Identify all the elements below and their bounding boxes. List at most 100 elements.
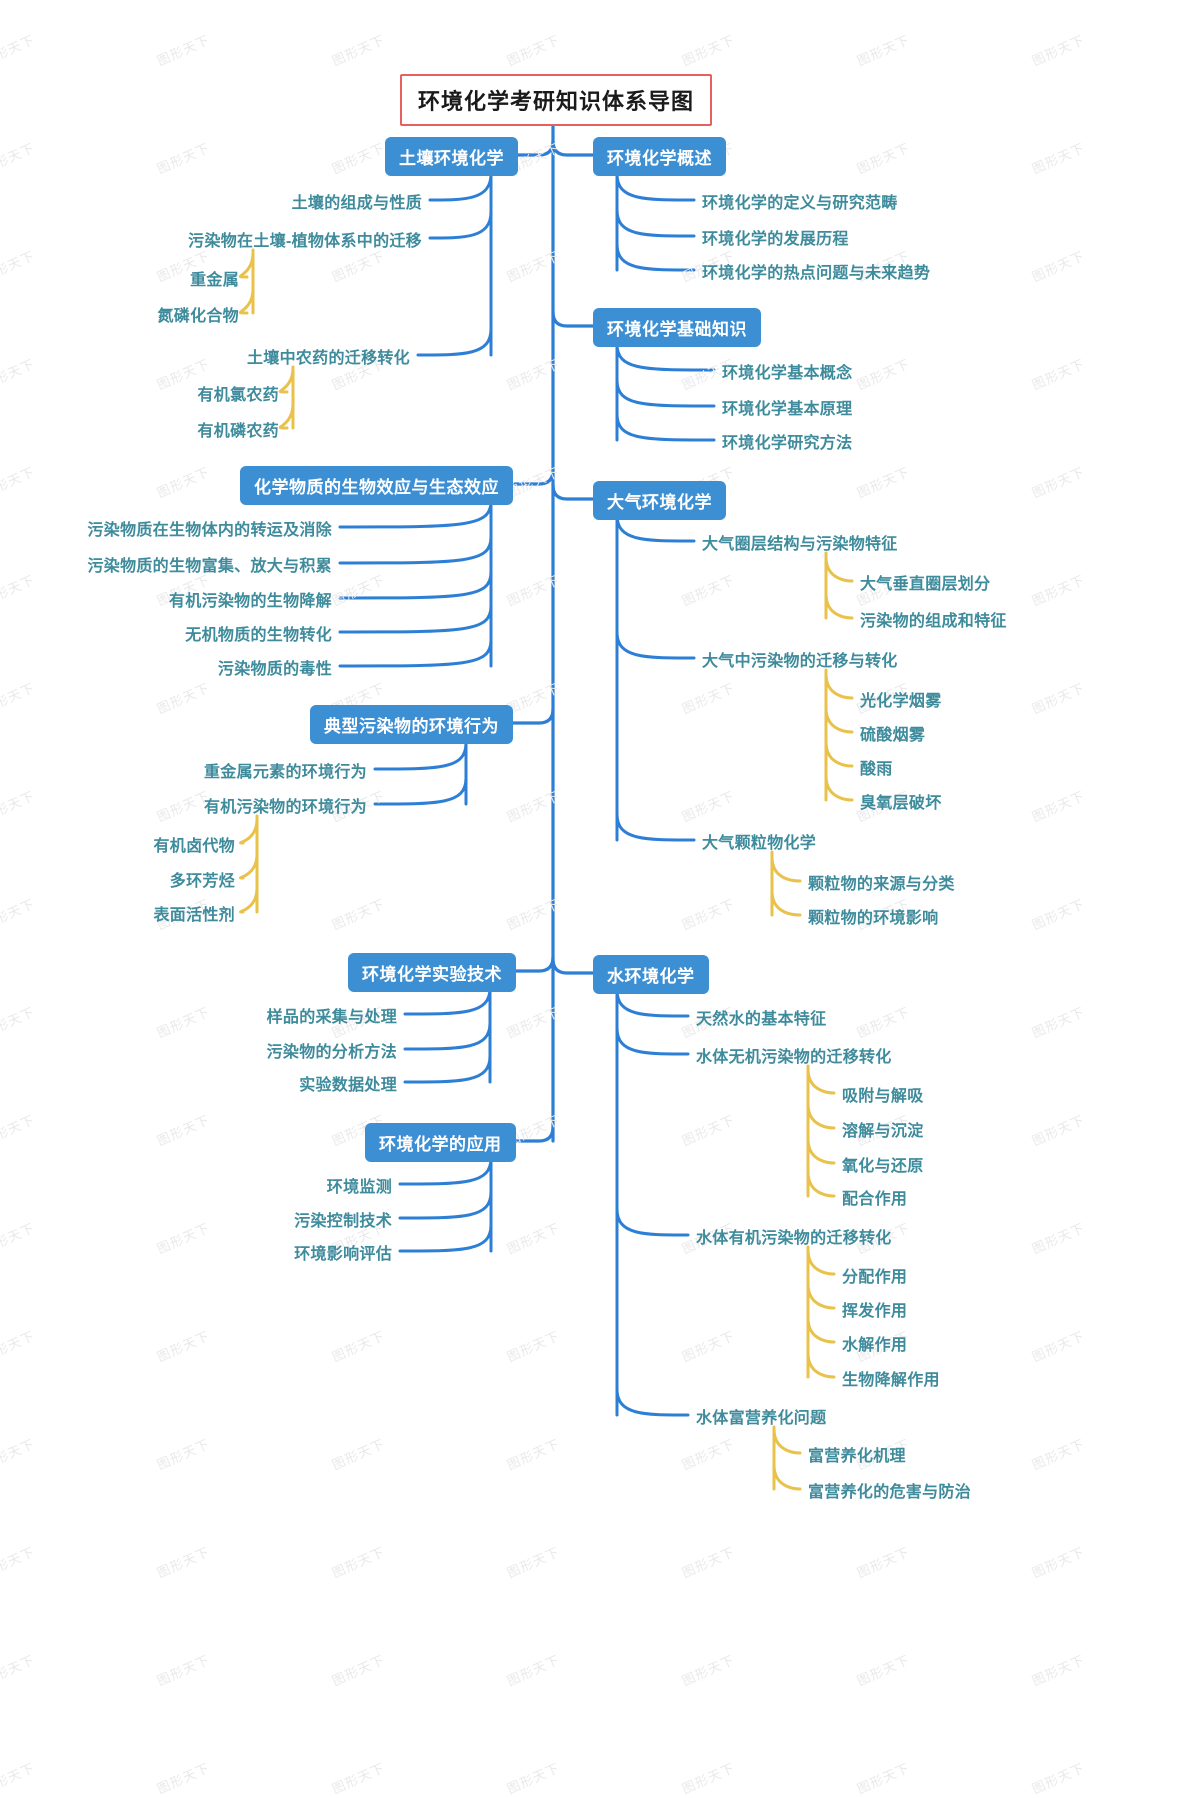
branch-node-air[interactable]: 大气环境化学	[593, 481, 726, 520]
leaf-node[interactable]: 无机物质的生物转化	[185, 627, 332, 644]
leaf-node[interactable]: 污染物质的生物富集、放大与积累	[87, 558, 332, 575]
sub-leaf-node[interactable]: 有机磷农药	[197, 423, 279, 440]
leaf-node[interactable]: 污染物在土壤-植物体系中的迁移	[188, 233, 422, 250]
sub-leaf-node[interactable]: 酸雨	[860, 761, 893, 778]
connector	[615, 1026, 690, 1056]
sub-leaf-node[interactable]: 分配作用	[842, 1269, 908, 1286]
sub-leaf-node[interactable]: 吸附与解吸	[842, 1088, 924, 1105]
connector	[238, 251, 255, 279]
sub-leaf-node[interactable]: 光化学烟雾	[860, 693, 942, 710]
leaf-node[interactable]: 环境影响评估	[294, 1246, 392, 1263]
leaf-node[interactable]: 土壤中农药的迁移转化	[246, 350, 410, 367]
connector	[239, 817, 259, 845]
sub-leaf-node[interactable]: 污染物的组成和特征	[860, 613, 1007, 630]
leaf-node[interactable]: 土壤的组成与性质	[291, 195, 422, 212]
sub-leaf-node[interactable]: 多环芳烃	[169, 873, 235, 890]
connector	[615, 1207, 690, 1237]
page-title: 环境化学考研知识体系导图	[400, 74, 713, 126]
sub-leaf-node[interactable]: 大气垂直圈层划分	[860, 576, 991, 593]
connector	[338, 604, 493, 634]
leaf-node[interactable]: 污染物质的毒性	[217, 661, 332, 678]
connector	[824, 592, 854, 620]
connector	[513, 1125, 555, 1143]
connector	[806, 1282, 836, 1310]
leaf-node[interactable]: 大气颗粒物化学	[702, 835, 817, 852]
branch-node-basics[interactable]: 环境化学基础知识	[593, 308, 761, 347]
branch-node-bioeffect[interactable]: 化学物质的生物效应与生态效应	[240, 466, 513, 505]
connector	[615, 412, 716, 442]
sub-leaf-node[interactable]: 氧化与还原	[842, 1158, 924, 1175]
connector	[278, 366, 295, 394]
connector	[239, 852, 259, 880]
connector	[373, 776, 468, 806]
sub-leaf-node[interactable]: 富营养化机理	[808, 1448, 906, 1465]
leaf-node[interactable]: 环境化学的发展历程	[702, 231, 849, 248]
branch-node-typical[interactable]: 典型污染物的环境行为	[310, 705, 513, 744]
leaf-node[interactable]: 环境化学的热点问题与未来趋势	[702, 265, 931, 282]
connector	[770, 855, 802, 883]
watermark: 图形天下	[154, 1760, 213, 1797]
leaf-node[interactable]: 水体富营养化问题	[696, 1410, 827, 1427]
connector	[824, 774, 854, 802]
connector	[824, 672, 854, 700]
branch-node-overview[interactable]: 环境化学概述	[593, 137, 726, 176]
sub-leaf-node[interactable]: 水解作用	[842, 1337, 908, 1354]
sub-leaf-node[interactable]: 颗粒物的环境影响	[808, 910, 939, 927]
sub-leaf-node[interactable]: 重金属	[190, 272, 239, 289]
connector	[615, 172, 696, 202]
leaf-node[interactable]: 环境化学基本原理	[722, 401, 853, 418]
sub-leaf-node[interactable]: 挥发作用	[842, 1303, 908, 1320]
connector	[338, 638, 493, 668]
sub-leaf-node[interactable]: 臭氧层破坏	[860, 795, 942, 812]
leaf-node[interactable]: 水体无机污染物的迁移转化	[696, 1049, 892, 1066]
connector	[416, 327, 493, 357]
connector	[398, 1223, 493, 1253]
connector	[824, 740, 854, 768]
leaf-node[interactable]: 环境监测	[326, 1179, 392, 1196]
leaf-node[interactable]: 天然水的基本特征	[696, 1011, 827, 1028]
sub-leaf-node[interactable]: 氮磷化合物	[157, 308, 239, 325]
branch-node-lab[interactable]: 环境化学实验技术	[348, 953, 516, 992]
sub-leaf-node[interactable]: 有机卤代物	[153, 838, 235, 855]
connector	[615, 513, 696, 543]
connector	[512, 955, 555, 973]
branch-node-soil[interactable]: 土壤环境化学	[385, 137, 518, 176]
leaf-node[interactable]: 污染物质在生物体内的转运及消除	[87, 522, 332, 539]
sub-leaf-node[interactable]: 表面活性剂	[153, 907, 235, 924]
leaf-node[interactable]: 环境化学的定义与研究范畴	[702, 195, 898, 212]
leaf-node[interactable]: 污染物的分析方法	[266, 1044, 397, 1061]
sub-leaf-node[interactable]: 富营养化的危害与防治	[808, 1484, 972, 1501]
watermark: 图形天下	[1029, 1760, 1088, 1797]
connector	[615, 378, 716, 408]
connector	[806, 1316, 836, 1344]
leaf-node[interactable]: 大气中污染物的迁移与转化	[702, 653, 898, 670]
leaf-node[interactable]: 样品的采集与处理	[266, 1009, 397, 1026]
leaf-node[interactable]: 污染控制技术	[294, 1213, 392, 1230]
sub-leaf-node[interactable]: 溶解与沉淀	[842, 1123, 924, 1140]
connector	[615, 630, 696, 660]
sub-leaf-node[interactable]: 生物降解作用	[842, 1372, 940, 1389]
leaf-node[interactable]: 重金属元素的环境行为	[203, 764, 367, 781]
connector	[338, 570, 493, 600]
connector	[551, 483, 595, 501]
connector	[615, 342, 716, 372]
leaf-node[interactable]: 实验数据处理	[299, 1077, 397, 1094]
connector	[398, 1156, 493, 1186]
connector	[338, 535, 493, 565]
sub-leaf-node[interactable]: 颗粒物的来源与分类	[808, 876, 955, 893]
leaf-node[interactable]: 环境化学基本概念	[722, 365, 853, 382]
branch-node-water[interactable]: 水环境化学	[593, 955, 709, 994]
leaf-node[interactable]: 有机污染物的生物降解	[168, 593, 332, 610]
sub-leaf-node[interactable]: 有机氯农药	[197, 387, 279, 404]
branch-node-application[interactable]: 环境化学的应用	[365, 1123, 516, 1162]
leaf-node[interactable]: 有机污染物的环境行为	[203, 799, 367, 816]
watermark: 图形天下	[504, 1760, 563, 1797]
leaf-node[interactable]: 大气圈层结构与污染物特征	[702, 536, 898, 553]
connector	[770, 889, 802, 917]
connector	[615, 1387, 690, 1417]
leaf-node[interactable]: 环境化学研究方法	[722, 435, 853, 452]
sub-leaf-node[interactable]: 配合作用	[842, 1191, 908, 1208]
sub-leaf-node[interactable]: 硫酸烟雾	[860, 727, 926, 744]
leaf-node[interactable]: 水体有机污染物的迁移转化	[696, 1230, 892, 1247]
connector	[806, 1248, 836, 1276]
